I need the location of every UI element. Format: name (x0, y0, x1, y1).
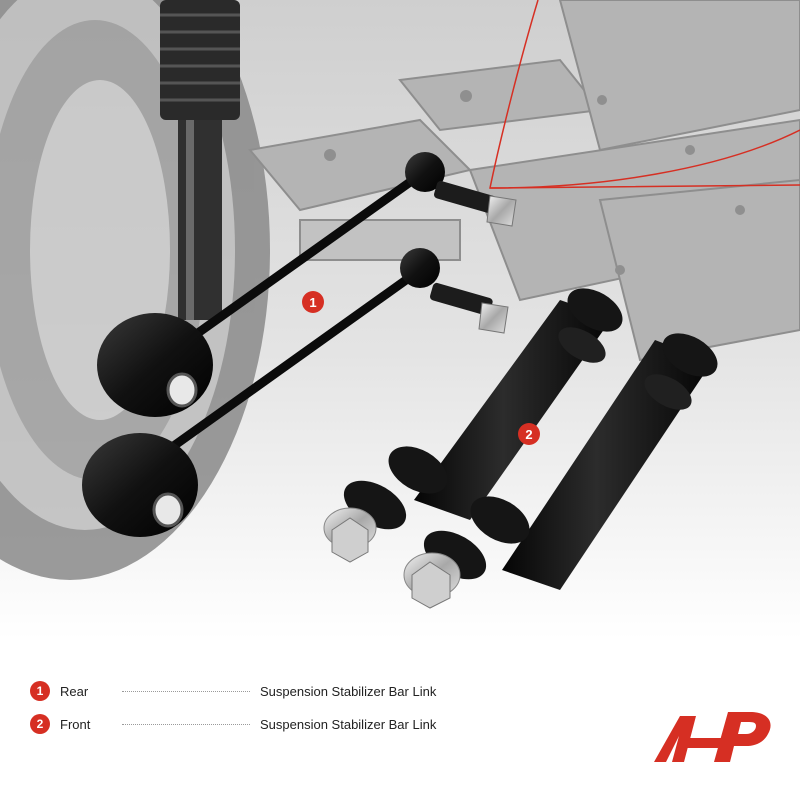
front-link-left (323, 288, 623, 563)
parts-legend: 1 Rear Suspension Stabilizer Bar Link 2 … (30, 680, 590, 746)
legend-description: Suspension Stabilizer Bar Link (260, 683, 437, 699)
chassis-shape (248, 0, 800, 362)
legend-position-label: Front (60, 716, 91, 732)
rear-link-lower (82, 248, 509, 537)
photo-illustration (0, 0, 800, 640)
legend-row-front: 2 Front Suspension Stabilizer Bar Link (30, 713, 590, 735)
legend-dotted-leader (122, 690, 250, 692)
inset-frame-line (489, 0, 800, 189)
callout-number: 1 (309, 294, 317, 310)
rear-link-upper (97, 152, 517, 417)
legend-description: Suspension Stabilizer Bar Link (260, 716, 437, 732)
shock-absorber-shape (160, 0, 240, 320)
chassis-bolts (324, 90, 745, 275)
callout-number: 2 (525, 426, 533, 442)
legend-dotted-leader (122, 723, 250, 725)
legend-row-rear: 1 Rear Suspension Stabilizer Bar Link (30, 680, 590, 702)
callout-marker-1: 1 (302, 291, 324, 313)
legend-number-badge: 1 (30, 681, 50, 701)
legend-position-label: Rear (60, 683, 89, 699)
legend-number-badge: 2 (30, 714, 50, 734)
callout-marker-2: 2 (518, 423, 540, 445)
product-photo (0, 0, 800, 640)
a-premium-logo-icon (652, 708, 774, 764)
front-link-right (403, 333, 718, 609)
